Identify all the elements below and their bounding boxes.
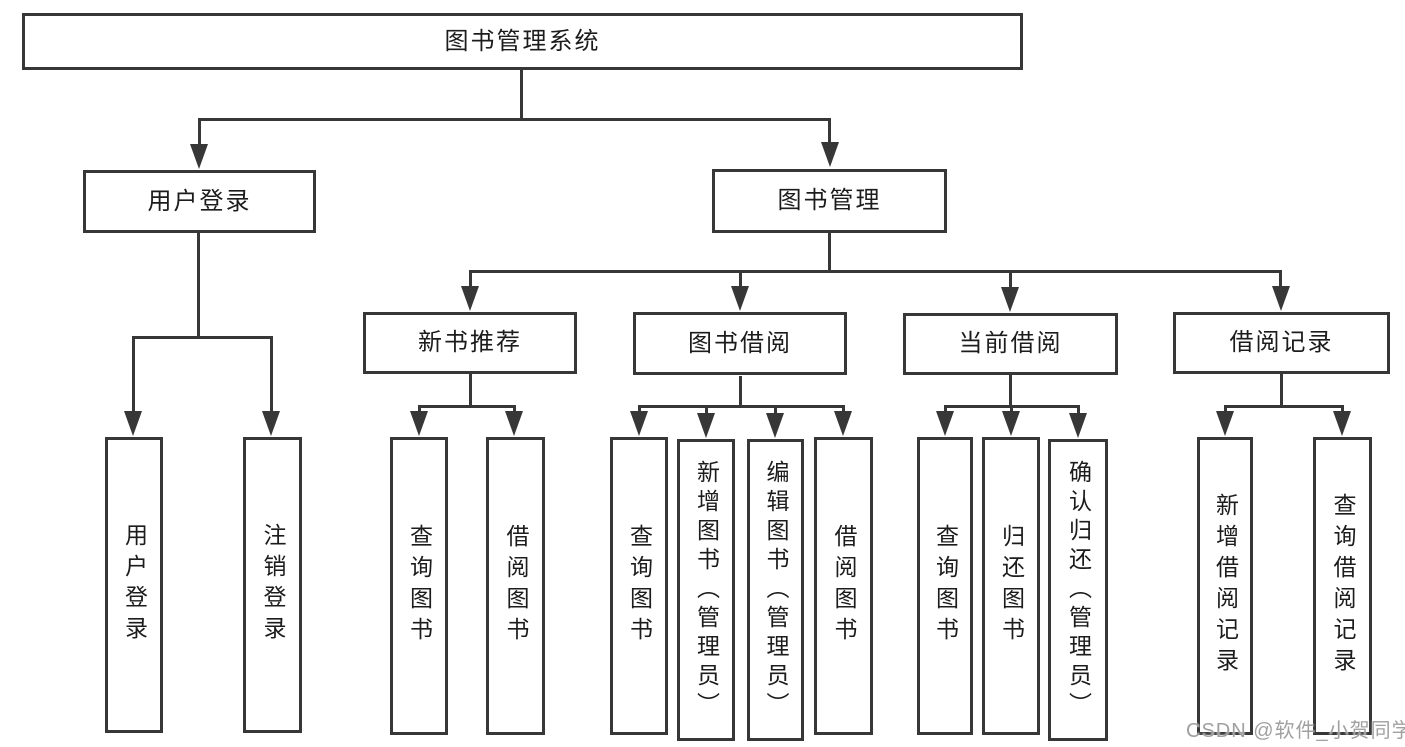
arrow-down-icon — [410, 411, 428, 436]
arrow-down-icon — [630, 411, 648, 436]
level3-rail-line — [469, 270, 1282, 289]
leaf-edit-books-admin: 编辑图书（管理员） — [747, 439, 804, 741]
arrow-down-icon — [766, 413, 784, 438]
arrow-down-icon — [1002, 411, 1020, 436]
node-root: 图书管理系统 — [22, 13, 1023, 70]
arrow-down-icon — [936, 411, 954, 436]
leaf-add-borrow-record: 新增借阅记录 — [1197, 437, 1253, 735]
node-current-borrow: 当前借阅 — [903, 313, 1118, 375]
leaf-confirm-return-admin: 确认归还（管理员） — [1048, 439, 1108, 741]
leaf-query-books-current: 查询图书 — [917, 437, 973, 735]
node-book-borrow: 图书借阅 — [633, 312, 847, 375]
leaf-query-borrow-record: 查询借阅记录 — [1313, 437, 1372, 735]
leaf-borrow-books-recommend: 借阅图书 — [486, 437, 545, 735]
recommend-fork-line — [418, 405, 516, 413]
leaf-borrow-books: 借阅图书 — [814, 437, 873, 735]
arrow-down-icon — [1216, 411, 1234, 436]
arrow-down-icon — [731, 286, 749, 311]
node-borrow-records: 借阅记录 — [1173, 312, 1390, 374]
leaf-return-books: 归还图书 — [982, 437, 1040, 735]
level2-rail-line — [198, 118, 831, 147]
arrow-down-icon — [821, 142, 839, 167]
arrow-down-icon — [1069, 413, 1087, 438]
arrow-down-icon — [697, 413, 715, 438]
leaf-logout: 注销登录 — [243, 437, 302, 733]
watermark: CSDN @软件_小贺同学 — [1186, 720, 1405, 742]
arrow-down-icon — [1272, 286, 1290, 311]
leaf-query-books-recommend: 查询图书 — [390, 437, 448, 735]
arrow-down-icon — [461, 286, 479, 311]
node-book-management: 图书管理 — [712, 169, 947, 233]
user-login-fork-line — [132, 336, 273, 413]
arrow-down-icon — [1333, 411, 1351, 436]
node-user-login: 用户登录 — [83, 170, 316, 233]
arrow-down-icon — [262, 411, 280, 436]
arrow-down-icon — [190, 144, 208, 169]
node-new-book-recommend: 新书推荐 — [363, 312, 577, 374]
arrow-down-icon — [1001, 287, 1019, 312]
arrow-down-icon — [834, 411, 852, 436]
leaf-user-login: 用户登录 — [105, 437, 163, 733]
records-fork-line — [1224, 405, 1344, 413]
borrow-fork-line — [638, 405, 845, 414]
arrow-down-icon — [505, 411, 523, 436]
leaf-query-books-borrow: 查询图书 — [610, 437, 668, 735]
level3-mid-drop-lines — [739, 271, 1012, 290]
leaf-add-books-admin: 新增图书（管理员） — [677, 439, 735, 741]
arrow-down-icon — [124, 411, 142, 436]
